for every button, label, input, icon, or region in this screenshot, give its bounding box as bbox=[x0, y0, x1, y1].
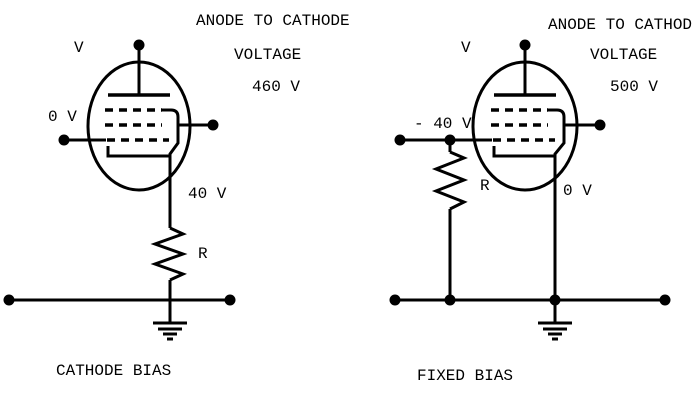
right-resistor-zigzag bbox=[431, 150, 469, 211]
left-anode-cathode-voltage-value: 460 V bbox=[252, 78, 301, 96]
left-anode-cathode-heading-line1: ANODE TO CATHODE bbox=[196, 12, 350, 30]
left-resistor-label: R bbox=[198, 245, 208, 263]
right-anode-cathode-heading-line1: ANODE TO CATHOD bbox=[548, 16, 693, 34]
right-tube-v-label: V bbox=[461, 39, 471, 57]
right-anode-cathode-heading-line2: VOLTAGE bbox=[590, 46, 658, 64]
left-screen-terminal-dot bbox=[207, 119, 219, 131]
left-anode-terminal-dot bbox=[133, 39, 145, 51]
right-circuit-caption: FIXED BIAS bbox=[417, 367, 514, 385]
left-cathode bbox=[106, 146, 170, 158]
right-rail-left-dot bbox=[389, 294, 401, 306]
right-grid-voltage-label: - 40 V bbox=[414, 115, 472, 133]
left-resistor-zigzag bbox=[150, 226, 188, 282]
right-cathode-voltage-label: 0 V bbox=[563, 182, 592, 200]
right-resistor-rail-junction-dot bbox=[444, 294, 456, 306]
left-circuit-caption: CATHODE BIAS bbox=[56, 362, 172, 380]
right-screen-terminal-dot bbox=[594, 119, 606, 131]
left-circuit-graphics bbox=[3, 39, 236, 341]
left-rail-left-dot bbox=[3, 294, 15, 306]
right-circuit-graphics bbox=[389, 39, 671, 341]
left-tube-v-label: V bbox=[74, 39, 84, 57]
right-cathode-bracket-lead bbox=[548, 108, 566, 300]
left-ground-symbol bbox=[153, 300, 187, 341]
right-rail-right-dot bbox=[659, 294, 671, 306]
left-anode-cathode-heading-line2: VOLTAGE bbox=[234, 46, 302, 64]
left-grid-voltage-label: 0 V bbox=[48, 108, 77, 126]
right-anode-cathode-voltage-value: 500 V bbox=[610, 78, 659, 96]
left-cathode-bracket-lead bbox=[162, 108, 180, 228]
right-ground-symbol bbox=[538, 300, 572, 341]
left-rail-right-dot bbox=[224, 294, 236, 306]
right-anode-terminal-dot bbox=[519, 39, 531, 51]
right-grid-junction-dot bbox=[444, 134, 456, 146]
right-resistor-label: R bbox=[480, 177, 490, 195]
left-cathode-voltage-label: 40 V bbox=[188, 185, 227, 203]
right-cathode bbox=[492, 146, 555, 158]
